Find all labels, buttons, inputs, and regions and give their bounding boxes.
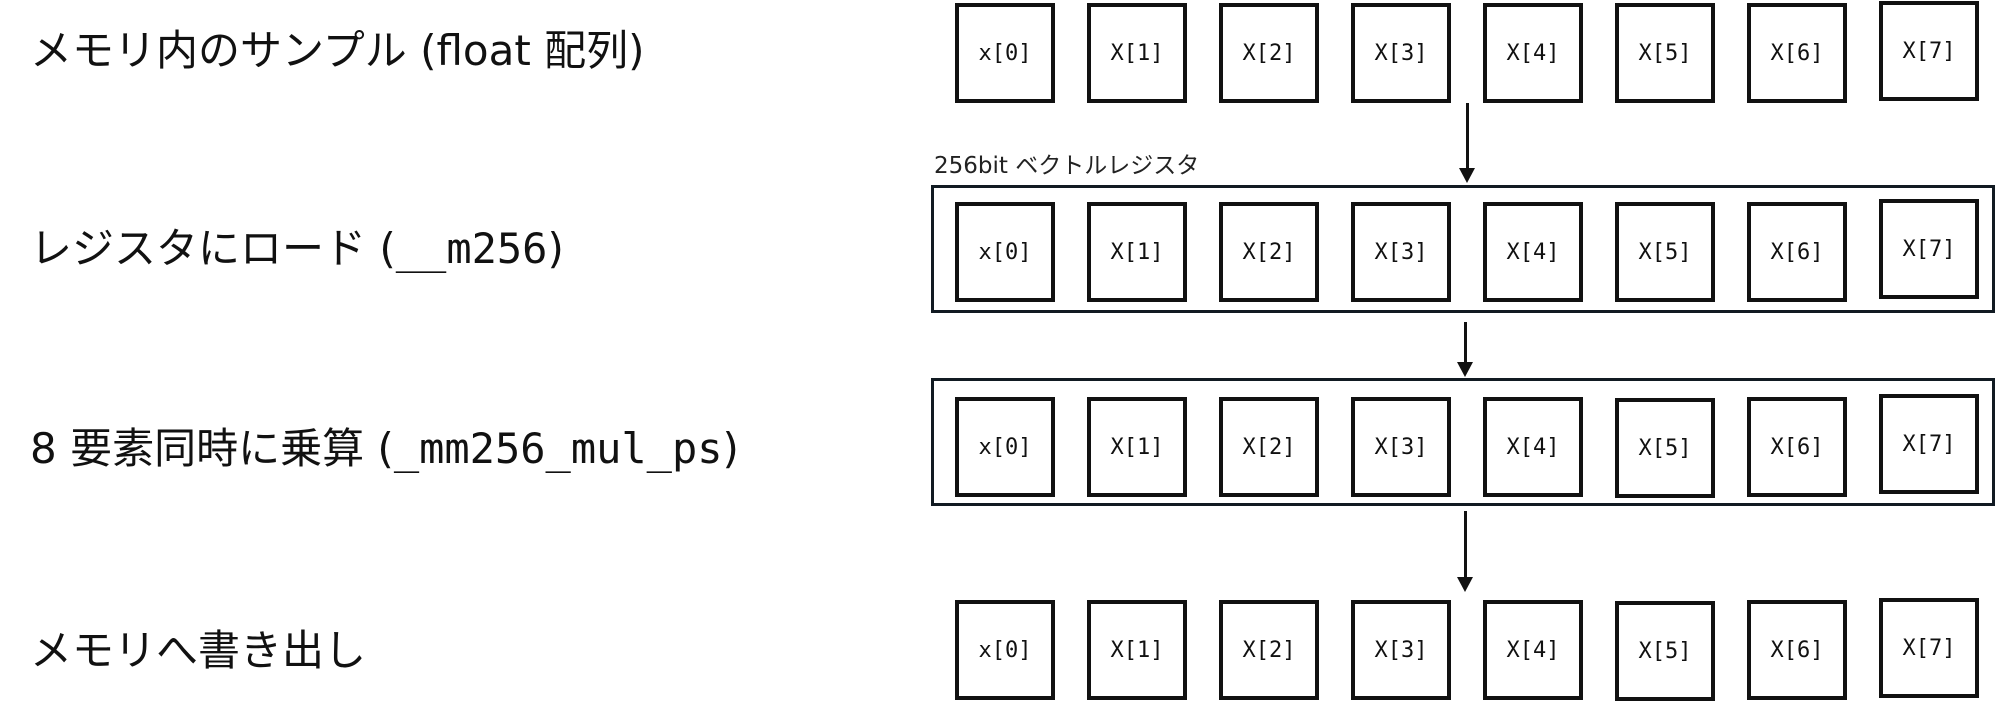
step-text: 8 要素同時に乗算 ( <box>30 424 394 473</box>
arrow-down-icon <box>1459 103 1475 183</box>
element-cell: X[7] <box>1879 394 1979 494</box>
element-cell: x[0] <box>955 3 1055 103</box>
element-cell: X[6] <box>1747 397 1847 497</box>
step-label-memory-write: メモリへ書き出し <box>30 630 366 672</box>
step-text: メモリ内のサンプル (float 配列) <box>30 26 645 75</box>
element-cell: X[6] <box>1747 3 1847 103</box>
element-cell: X[4] <box>1483 600 1583 700</box>
step-close: ) <box>547 224 564 273</box>
arrow-down-icon <box>1457 322 1473 377</box>
element-cell: X[4] <box>1483 3 1583 103</box>
element-cell: X[7] <box>1879 199 1979 299</box>
element-cell: x[0] <box>955 202 1055 302</box>
element-cell: X[5] <box>1615 3 1715 103</box>
element-cell: X[2] <box>1219 397 1319 497</box>
element-cell: X[7] <box>1879 1 1979 101</box>
element-cell: X[1] <box>1087 3 1187 103</box>
element-cell: X[3] <box>1351 397 1451 497</box>
element-cell: X[6] <box>1747 600 1847 700</box>
element-cell: X[4] <box>1483 397 1583 497</box>
element-cell: X[1] <box>1087 202 1187 302</box>
step-label-register-load: レジスタにロード (__m256) <box>30 228 564 270</box>
element-cell: X[5] <box>1615 202 1715 302</box>
arrow-down-icon <box>1457 511 1473 592</box>
element-cell: x[0] <box>955 600 1055 700</box>
step-label-multiply: 8 要素同時に乗算 (_mm256_mul_ps) <box>30 428 739 470</box>
step-close: ) <box>722 424 739 473</box>
element-cell: X[6] <box>1747 202 1847 302</box>
vector-register-multiply <box>931 378 1995 506</box>
element-cell: X[5] <box>1615 601 1715 701</box>
element-cell: X[4] <box>1483 202 1583 302</box>
element-cell: X[3] <box>1351 3 1451 103</box>
element-cell: X[1] <box>1087 397 1187 497</box>
element-cell: X[5] <box>1615 398 1715 498</box>
register-caption: 256bit ベクトルレジスタ <box>934 153 1200 179</box>
step-code: _mm256_mul_ps <box>393 424 723 473</box>
element-cell: X[3] <box>1351 202 1451 302</box>
element-cell: X[3] <box>1351 600 1451 700</box>
vector-register-load <box>931 185 1995 313</box>
step-code: __m256 <box>395 224 548 273</box>
element-cell: X[2] <box>1219 202 1319 302</box>
step-label-memory-samples: メモリ内のサンプル (float 配列) <box>30 30 645 72</box>
step-text: レジスタにロード ( <box>30 224 396 273</box>
element-cell: X[2] <box>1219 600 1319 700</box>
element-cell: X[2] <box>1219 3 1319 103</box>
element-cell: X[7] <box>1879 598 1979 698</box>
element-cell: x[0] <box>955 397 1055 497</box>
step-text: メモリへ書き出し <box>30 626 367 675</box>
element-cell: X[1] <box>1087 600 1187 700</box>
